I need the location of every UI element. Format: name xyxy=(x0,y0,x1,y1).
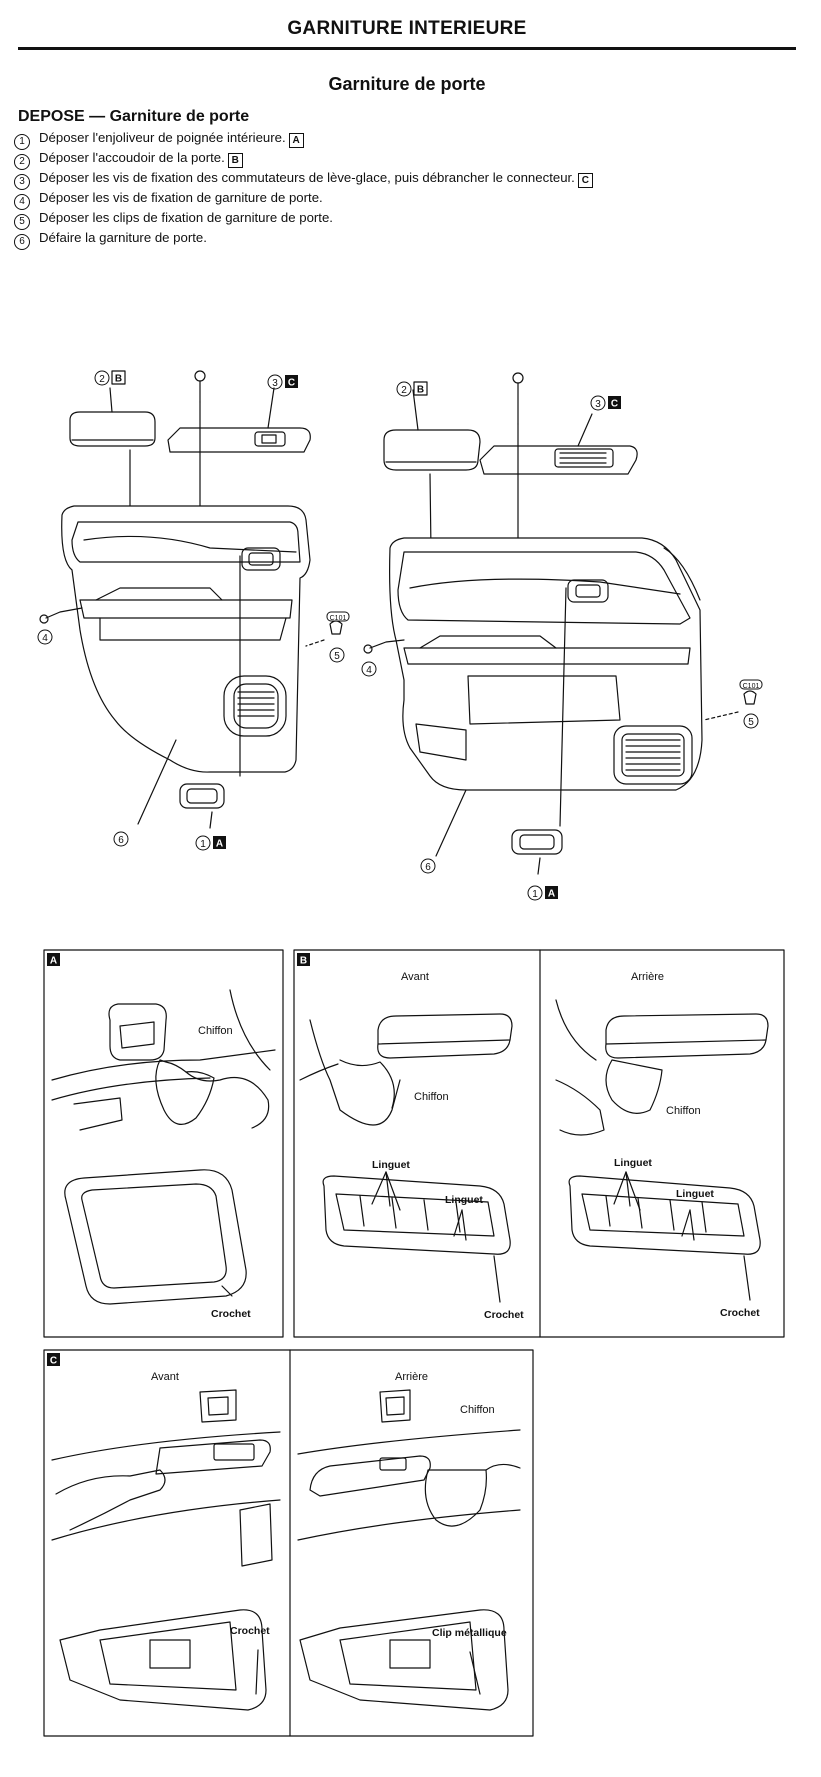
tag-b-left: B xyxy=(115,374,122,385)
step-item: 6 Défaire la garniture de porte. xyxy=(14,230,593,250)
panel-b-linguet-arriere-2: Linguet xyxy=(676,1188,714,1200)
callout-5-left xyxy=(329,647,345,663)
page-header: GARNITURE INTERIEURE xyxy=(287,18,527,39)
step-item: 2 Déposer l'accoudoir de la porte.B xyxy=(14,150,593,170)
callout-2-right-num: 2 xyxy=(401,385,407,396)
callout-3-right xyxy=(590,395,606,411)
clip-badge-right xyxy=(739,679,763,690)
step-text: Déposer les vis de fixation des commutat… xyxy=(39,170,575,185)
callout-1-left-num: 1 xyxy=(200,839,206,850)
callout-5-right-num: 5 xyxy=(748,717,754,728)
callout-1-right xyxy=(527,885,543,901)
exploded-view-right xyxy=(363,372,757,875)
tag-a-right: A xyxy=(548,889,555,900)
panel-b-linguet-avant-1: Linguet xyxy=(372,1159,410,1171)
callout-5-left-num: 5 xyxy=(334,651,340,662)
panel-c-crochet: Crochet xyxy=(230,1625,270,1637)
section-title: DEPOSE — Garniture de porte xyxy=(18,108,250,125)
callout-3-left-num: 3 xyxy=(272,378,278,389)
tag-c-left: C xyxy=(288,378,295,389)
step-item: 3 Déposer les vis de fixation des commuta… xyxy=(14,170,593,190)
callout-tags xyxy=(111,370,621,899)
panel-c-arriere: Arrière xyxy=(395,1371,428,1383)
callout-1-left xyxy=(195,835,211,851)
exploded-view-left xyxy=(39,370,343,829)
callout-4-left-num: 4 xyxy=(42,633,48,644)
panel-b-tag-box xyxy=(297,953,310,966)
panel-c-frame xyxy=(43,1349,534,1737)
panel-b-crochet-avant: Crochet xyxy=(484,1309,524,1321)
step-text: Déposer les vis de fixation de garniture… xyxy=(39,190,323,205)
callout-2-right xyxy=(396,381,412,397)
procedure-steps: 1 Déposer l'enjoliveur de poignée intérie… xyxy=(14,130,593,250)
panel-c-tag-box xyxy=(47,1353,60,1366)
tag-a-left: A xyxy=(216,839,223,850)
panel-b-arriere: Arrière xyxy=(631,971,664,983)
callout-2-left-num: 2 xyxy=(99,374,105,385)
header-rule xyxy=(18,47,796,50)
panel-b-linguet-avant-2: Linguet xyxy=(445,1194,483,1206)
panel-c-illustration-arriere xyxy=(297,1389,521,1711)
step-item: 4 Déposer les vis de fixation de garnitur… xyxy=(14,190,593,210)
step-number: 3 xyxy=(14,174,30,190)
callout-4-left xyxy=(37,629,53,645)
clip-code-left: C101 xyxy=(330,615,347,622)
callout-3-right-num: 3 xyxy=(595,399,601,410)
callout-4-right xyxy=(361,661,377,677)
panel-b-illustration-avant xyxy=(299,1013,513,1303)
step-text: Déposer l'accoudoir de la porte. xyxy=(39,150,225,165)
step-tag: C xyxy=(577,173,593,188)
callout-4-right-num: 4 xyxy=(366,665,372,676)
step-item: 1 Déposer l'enjoliveur de poignée intérie… xyxy=(14,130,593,150)
panel-b-avant: Avant xyxy=(401,971,429,983)
panel-a-crochet: Crochet xyxy=(211,1308,251,1320)
callout-2-left xyxy=(94,370,110,386)
panel-a-chiffon: Chiffon xyxy=(198,1025,233,1037)
callout-6-right-num: 6 xyxy=(425,862,431,873)
step-number: 5 xyxy=(14,214,30,230)
tag-b-right: B xyxy=(417,385,424,396)
step-item: 5 Déposer les clips de fixation de garnit… xyxy=(14,210,593,230)
panel-a-tag: A xyxy=(50,956,57,967)
panel-a-tag-box xyxy=(47,953,60,966)
step-number: 4 xyxy=(14,194,30,210)
panel-c-clip: Clip métallique xyxy=(432,1627,507,1639)
page-subtitle: Garniture de porte xyxy=(328,74,486,94)
step-tag: B xyxy=(227,153,243,168)
clip-badge-left xyxy=(326,611,350,622)
panel-b-linguet-arriere-1: Linguet xyxy=(614,1157,652,1169)
clip-code-right: C101 xyxy=(743,683,760,690)
callout-1-right-num: 1 xyxy=(532,889,538,900)
panel-b-illustration-arriere xyxy=(555,999,769,1301)
panel-c-avant: Avant xyxy=(151,1371,179,1383)
panel-c-chiffon: Chiffon xyxy=(460,1404,495,1416)
callout-6-right xyxy=(420,858,436,874)
step-tag: A xyxy=(288,133,304,148)
step-number: 6 xyxy=(14,234,30,250)
panel-a-illustration xyxy=(51,989,276,1305)
panel-a-frame xyxy=(43,949,284,1338)
step-text: Défaire la garniture de porte. xyxy=(39,230,207,245)
step-text: Déposer les clips de fixation de garnitu… xyxy=(39,210,333,225)
panel-b-chiffon-avant: Chiffon xyxy=(414,1091,449,1103)
callout-6-left xyxy=(113,831,129,847)
tag-c-right: C xyxy=(611,399,618,410)
step-text: Déposer l'enjoliveur de poignée intérieu… xyxy=(39,130,286,145)
step-number: 1 xyxy=(14,134,30,150)
panel-b-tag: B xyxy=(300,956,307,967)
callout-5-right xyxy=(743,713,759,729)
callout-3-left xyxy=(267,374,283,390)
panel-c-tag: C xyxy=(50,1356,57,1367)
panel-b-frame xyxy=(293,949,785,1338)
callout-6-left-num: 6 xyxy=(118,835,124,846)
panel-c-illustration-avant xyxy=(51,1389,281,1711)
panel-b-crochet-arriere: Crochet xyxy=(720,1307,760,1319)
panel-b-chiffon-arriere: Chiffon xyxy=(666,1105,701,1117)
step-number: 2 xyxy=(14,154,30,170)
